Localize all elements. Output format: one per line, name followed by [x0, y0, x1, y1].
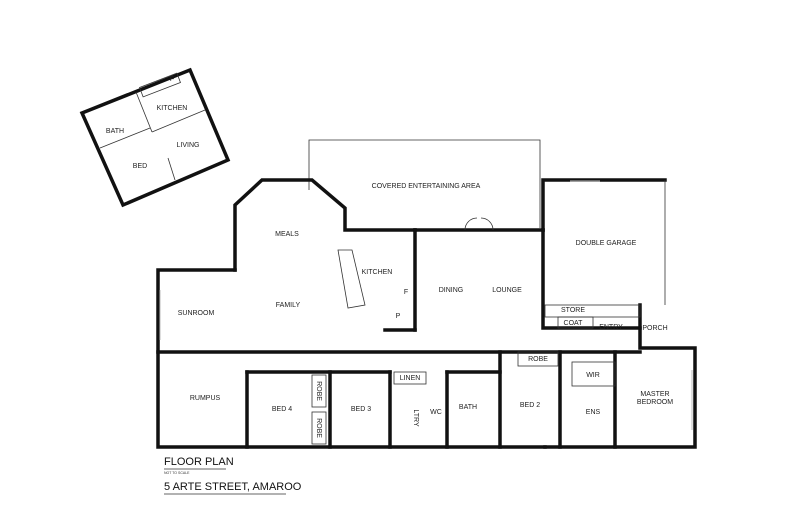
granny-flat: KITCHEN BATH LIVING BED F: [79, 67, 231, 208]
sunroom-label: SUNROOM: [178, 310, 215, 317]
room-labels: COVERED ENTERTAINING AREA MEALS FAMILY K…: [178, 183, 674, 438]
store-label: STORE: [561, 307, 585, 314]
rumpus-label: RUMPUS: [190, 395, 221, 402]
granny-fridge-label: F: [170, 76, 174, 83]
bed3-robe: [311, 411, 327, 445]
master-label-line1: MASTER: [640, 391, 669, 398]
bed2-label: BED 2: [520, 402, 540, 409]
granny-flat-outer-wall: [79, 67, 231, 208]
garage-wall: [541, 228, 642, 330]
family-label: FAMILY: [276, 302, 301, 309]
covered-area-label: COVERED ENTERTAINING AREA: [372, 183, 481, 190]
granny-bath-label: BATH: [106, 128, 124, 135]
coat-cupboard: [557, 316, 594, 329]
granny-flat-interior-wall: [99, 127, 151, 149]
wir-label: WIR: [586, 372, 600, 379]
ensuite-label: ENS: [586, 409, 601, 416]
garage-wall: [541, 178, 667, 232]
main-house-walls: [156, 178, 697, 449]
entry-label: ENTRY: [599, 324, 623, 331]
coat-label: COAT: [564, 320, 584, 327]
store-cupboard: [544, 304, 641, 318]
master-label-line2: BEDROOM: [637, 399, 673, 406]
granny-kitchen-label: KITCHEN: [157, 105, 188, 112]
linen-label: LINEN: [400, 375, 421, 382]
laundry-label: LTRY: [412, 409, 419, 427]
kitchen-island-bench: [337, 249, 366, 309]
fridge-label: F: [404, 289, 408, 296]
lounge-label: LOUNGE: [492, 287, 522, 294]
scale-note: NOT TO SCALE: [164, 471, 190, 475]
robe4-label: ROBE: [315, 381, 322, 401]
robe2-label: ROBE: [528, 356, 548, 363]
outer-wall: [156, 268, 547, 449]
double-door-swing: [464, 217, 494, 231]
wc-label: WC: [430, 409, 442, 416]
granny-living-label: LIVING: [177, 142, 200, 149]
bed4-label: BED 4: [272, 406, 292, 413]
kitchen-label: KITCHEN: [362, 269, 393, 276]
meals-bay-wall: [233, 178, 417, 272]
bath-label: BATH: [459, 404, 477, 411]
bed3-label: BED 3: [351, 406, 371, 413]
granny-flat-interior-wall: [167, 157, 176, 181]
robe3-label: ROBE: [315, 418, 322, 438]
dining-label: DINING: [439, 287, 464, 294]
porch-label: PORCH: [642, 325, 667, 332]
granny-flat-interior-wall: [151, 109, 206, 133]
granny-flat-kitchen-bench: [139, 72, 181, 98]
covered-area-outline: [308, 139, 541, 228]
pantry-label: P: [396, 313, 401, 320]
bed2-robe: [517, 351, 559, 367]
granny-flat-interior-wall: [135, 91, 153, 133]
granny-bed-label: BED: [133, 163, 147, 170]
walk-in-robe: [571, 361, 616, 387]
plan-title: FLOOR PLAN: [164, 456, 234, 468]
address: 5 ARTE STREET, AMAROO: [164, 481, 302, 493]
garage-label: DOUBLE GARAGE: [576, 240, 637, 247]
bed4-robe: [311, 374, 327, 408]
linen-cupboard: [393, 371, 427, 385]
master-wing-wall: [543, 303, 697, 449]
meals-label: MEALS: [275, 231, 299, 238]
